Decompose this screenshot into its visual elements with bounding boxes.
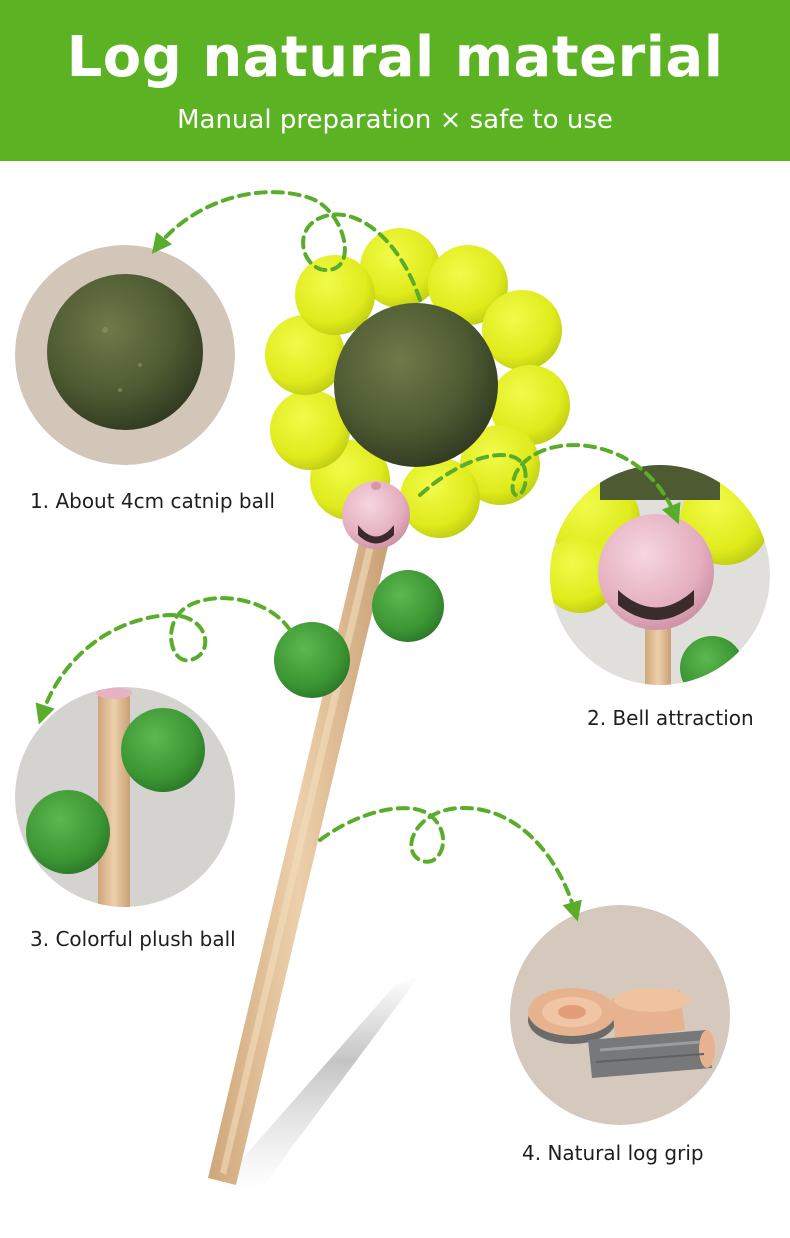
bell — [342, 481, 410, 549]
feature-circle-plush — [15, 687, 235, 907]
arrow-bell — [418, 443, 681, 525]
arrow-catnip — [151, 190, 422, 302]
plush-leaves — [274, 570, 444, 698]
arrow-plush — [35, 596, 292, 725]
page-title: Log natural material — [66, 25, 724, 90]
feature-circle-catnip — [15, 245, 235, 465]
page-subtitle: Manual preparation × safe to use — [177, 105, 613, 135]
feature-circle-log — [510, 905, 730, 1125]
feature-label-plush: 3. Colorful plush ball — [30, 927, 236, 951]
feature-label-log: 4. Natural log grip — [522, 1141, 704, 1165]
header-banner: Log natural material Manual preparation … — [0, 0, 790, 161]
sunflower-head — [265, 228, 570, 538]
wood-stick — [208, 530, 390, 1185]
arrow-log — [318, 805, 582, 922]
feature-label-catnip: 1. About 4cm catnip ball — [30, 489, 275, 513]
wand-shadow — [215, 975, 420, 1190]
dashed-arrows — [35, 190, 681, 922]
feature-label-bell: 2. Bell attraction — [587, 706, 754, 730]
feature-circle-bell — [550, 465, 770, 685]
